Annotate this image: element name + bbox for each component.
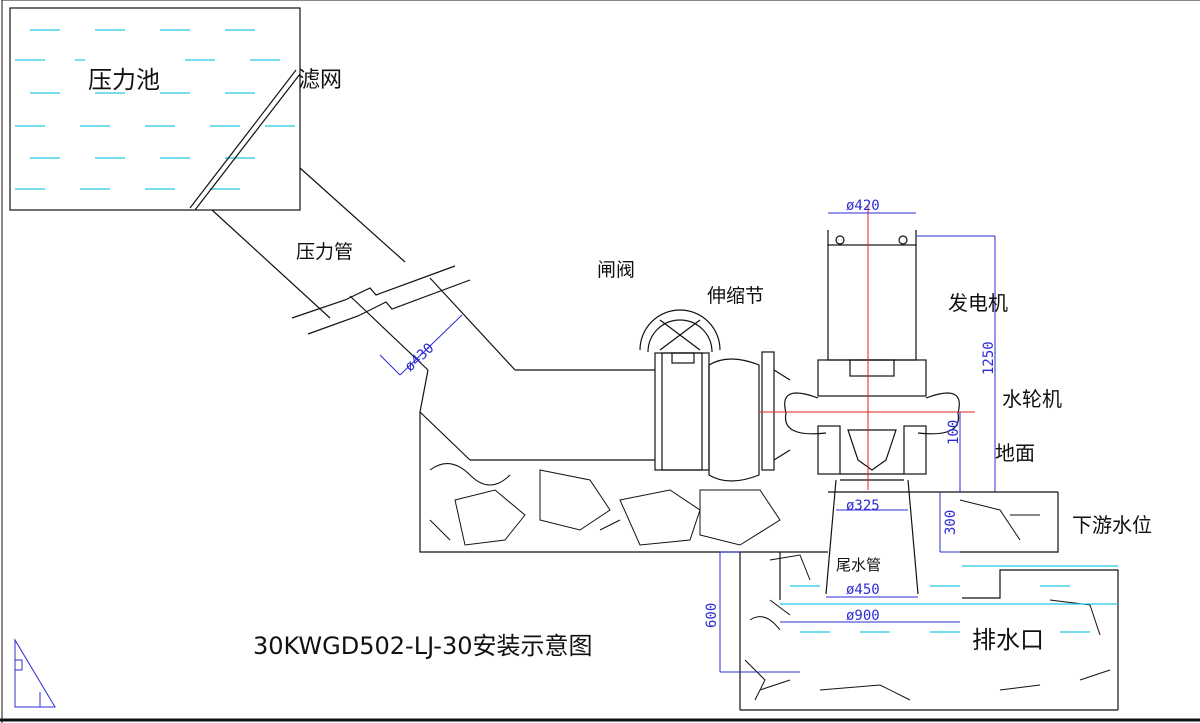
dim-tail-depth: 300: [943, 510, 959, 535]
dim-turbine-base: 100: [946, 420, 962, 445]
view-triangle-icon: [14, 638, 56, 708]
label-forebay: 压力池: [88, 66, 160, 94]
trash-screen: [189, 69, 301, 211]
centerlines: [760, 205, 975, 490]
label-generator: 发电机: [948, 291, 1008, 315]
drawing-title: 30KWGD502-LJ-30安装示意图: [253, 632, 593, 660]
dim-pit-depth: 600: [704, 603, 720, 628]
label-tailwater-level: 下游水位: [1072, 513, 1152, 537]
label-outlet: 排水口: [972, 626, 1044, 654]
dim-generator-height: 1250: [981, 341, 997, 375]
foundation-block: [419, 412, 1119, 711]
dim-pit-width: ø900: [846, 608, 880, 624]
label-ground: 地面: [995, 441, 1035, 465]
generator: [817, 230, 927, 397]
label-expansion-joint: 伸缩节: [707, 285, 764, 307]
turbine: [784, 392, 960, 481]
expansion-joint: [708, 351, 791, 482]
label-gate-valve: 闸阀: [597, 259, 635, 281]
tailwater-water: [780, 565, 1118, 633]
dim-penstock-dia: ø430: [402, 340, 438, 375]
penstock-pipe: [211, 167, 655, 461]
dim-draft-outlet-dia: ø450: [846, 582, 880, 598]
gate-valve: [639, 309, 721, 471]
label-draft-tube: 尾水管: [836, 556, 881, 574]
forebay-tank: [9, 7, 301, 211]
dimension-lines: [719, 212, 996, 673]
label-penstock: 压力管: [296, 241, 353, 263]
dim-generator-dia: ø420: [846, 198, 880, 214]
draft-tube: [825, 479, 919, 595]
label-screen: 滤网: [298, 68, 342, 93]
dim-runner-dia: ø325: [846, 498, 880, 514]
label-turbine: 水轮机: [1002, 387, 1062, 411]
